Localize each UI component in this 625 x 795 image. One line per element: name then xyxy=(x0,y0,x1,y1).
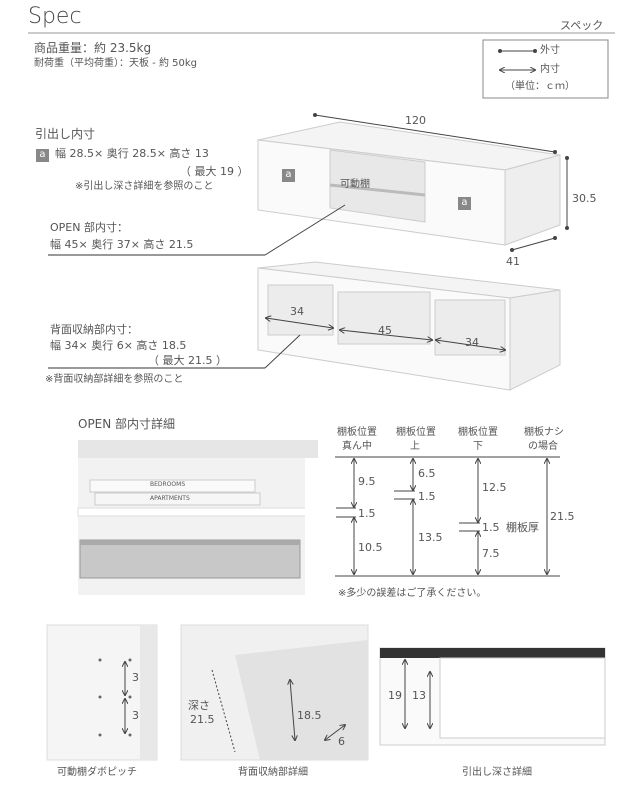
tolerance-note: ※多少の誤差はご了承ください。 xyxy=(338,588,487,599)
rear-dims: 幅 34× 奥行 6× 高さ 18.5 xyxy=(50,339,187,352)
product-weight: 商品重量：約 23.5kg xyxy=(34,41,152,55)
drawer-inner-value: 13 xyxy=(412,689,426,702)
pitch-value-2: 3 xyxy=(132,709,139,722)
back-right-label: 34 xyxy=(465,336,479,349)
value: 6.5 xyxy=(418,467,436,480)
dim-depth-label: 41 xyxy=(506,255,520,268)
legend-outer: 外寸 xyxy=(540,45,560,56)
shelf-diagram xyxy=(335,456,560,577)
page-title: Spec xyxy=(28,4,82,29)
back-left-label: 34 xyxy=(290,305,304,318)
open-title: OPEN 部内寸： xyxy=(50,221,128,234)
tv-board-front-image xyxy=(257,121,561,246)
front-badge-right: a xyxy=(458,197,471,210)
open-detail-title: OPEN 部内寸詳細 xyxy=(78,417,176,431)
rear-max: （ 最大 21.5 ） xyxy=(148,354,227,367)
drawer-title: 引出し内寸 xyxy=(35,127,96,141)
rear-storage-photo xyxy=(180,624,369,761)
drawer-badge: a xyxy=(36,149,49,162)
drawer-max: （ 最大 19 ） xyxy=(180,165,249,178)
back-center-label: 45 xyxy=(378,324,392,337)
pitch-value-1: 3 xyxy=(132,671,139,684)
value: 7.5 xyxy=(482,547,500,560)
value: 9.5 xyxy=(358,475,376,488)
tv-board-back-image xyxy=(257,261,561,391)
drawer-outer-value: 19 xyxy=(388,689,402,702)
col-header-top-sub: 上 xyxy=(410,441,420,452)
dim-width-label: 120 xyxy=(405,114,426,127)
pitch-caption: 可動棚ダボピッチ xyxy=(57,767,137,778)
value: 12.5 xyxy=(482,481,507,494)
drawer-note: ※引出し深さ詳細を参照のこと xyxy=(75,181,214,192)
legend-inner: 内寸 xyxy=(540,64,560,75)
drawer-depth-photo xyxy=(379,647,606,746)
legend-unit: （単位：ｃｍ） xyxy=(505,81,575,92)
col-header-top: 棚板位置 xyxy=(396,427,436,438)
rear-caption: 背面収納部詳細 xyxy=(238,767,308,778)
col-header-bottom-sub: 下 xyxy=(473,441,483,452)
rear-note: ※背面収納部詳細を参照のこと xyxy=(45,374,184,385)
movable-shelf-label: 可動棚 xyxy=(340,179,370,190)
value: 1.5 xyxy=(418,490,436,503)
rear-depth-label: 深さ xyxy=(188,699,210,712)
drawer-dims-row: a 幅 28.5× 奥行 28.5× 高さ 13 xyxy=(36,148,209,162)
thickness-label: 棚板厚 xyxy=(506,521,539,534)
pitch-photo xyxy=(46,624,158,761)
value: 10.5 xyxy=(358,541,383,554)
dim-width xyxy=(314,114,556,153)
legend-box xyxy=(482,39,609,99)
col-header-middle-sub: 真ん中 xyxy=(342,441,372,452)
value: 1.5 xyxy=(358,507,376,520)
rear-width-value: 6 xyxy=(338,735,345,748)
page-subtitle: スペック xyxy=(560,19,604,32)
value: 1.5 xyxy=(482,521,500,534)
open-dims: 幅 45× 奥行 37× 高さ 21.5 xyxy=(50,238,194,251)
rear-depth-value: 21.5 xyxy=(190,713,215,726)
col-header-middle: 棚板位置 xyxy=(337,427,377,438)
value: 13.5 xyxy=(418,531,443,544)
rear-title: 背面収納部内寸： xyxy=(50,323,138,336)
dim-height-label: 30.5 xyxy=(572,192,597,205)
rear-height-value: 18.5 xyxy=(297,709,322,722)
load-capacity: 耐荷重（平均荷重）：天板 - 約 50kg xyxy=(34,58,198,69)
col-header-none-sub: の場合 xyxy=(528,441,558,452)
drawer-dims: 幅 28.5× 奥行 28.5× 高さ 13 xyxy=(55,147,209,160)
col-header-bottom: 棚板位置 xyxy=(458,427,498,438)
col-header-none: 棚板ナシ xyxy=(524,427,564,438)
book-2: APARTMENTS xyxy=(150,495,190,502)
front-badge-left: a xyxy=(282,169,295,182)
drawer-caption: 引出し深さ詳細 xyxy=(462,767,532,778)
value: 21.5 xyxy=(550,510,575,523)
open-area-photo xyxy=(77,440,318,595)
book-1: BEDROOMS xyxy=(150,481,186,488)
